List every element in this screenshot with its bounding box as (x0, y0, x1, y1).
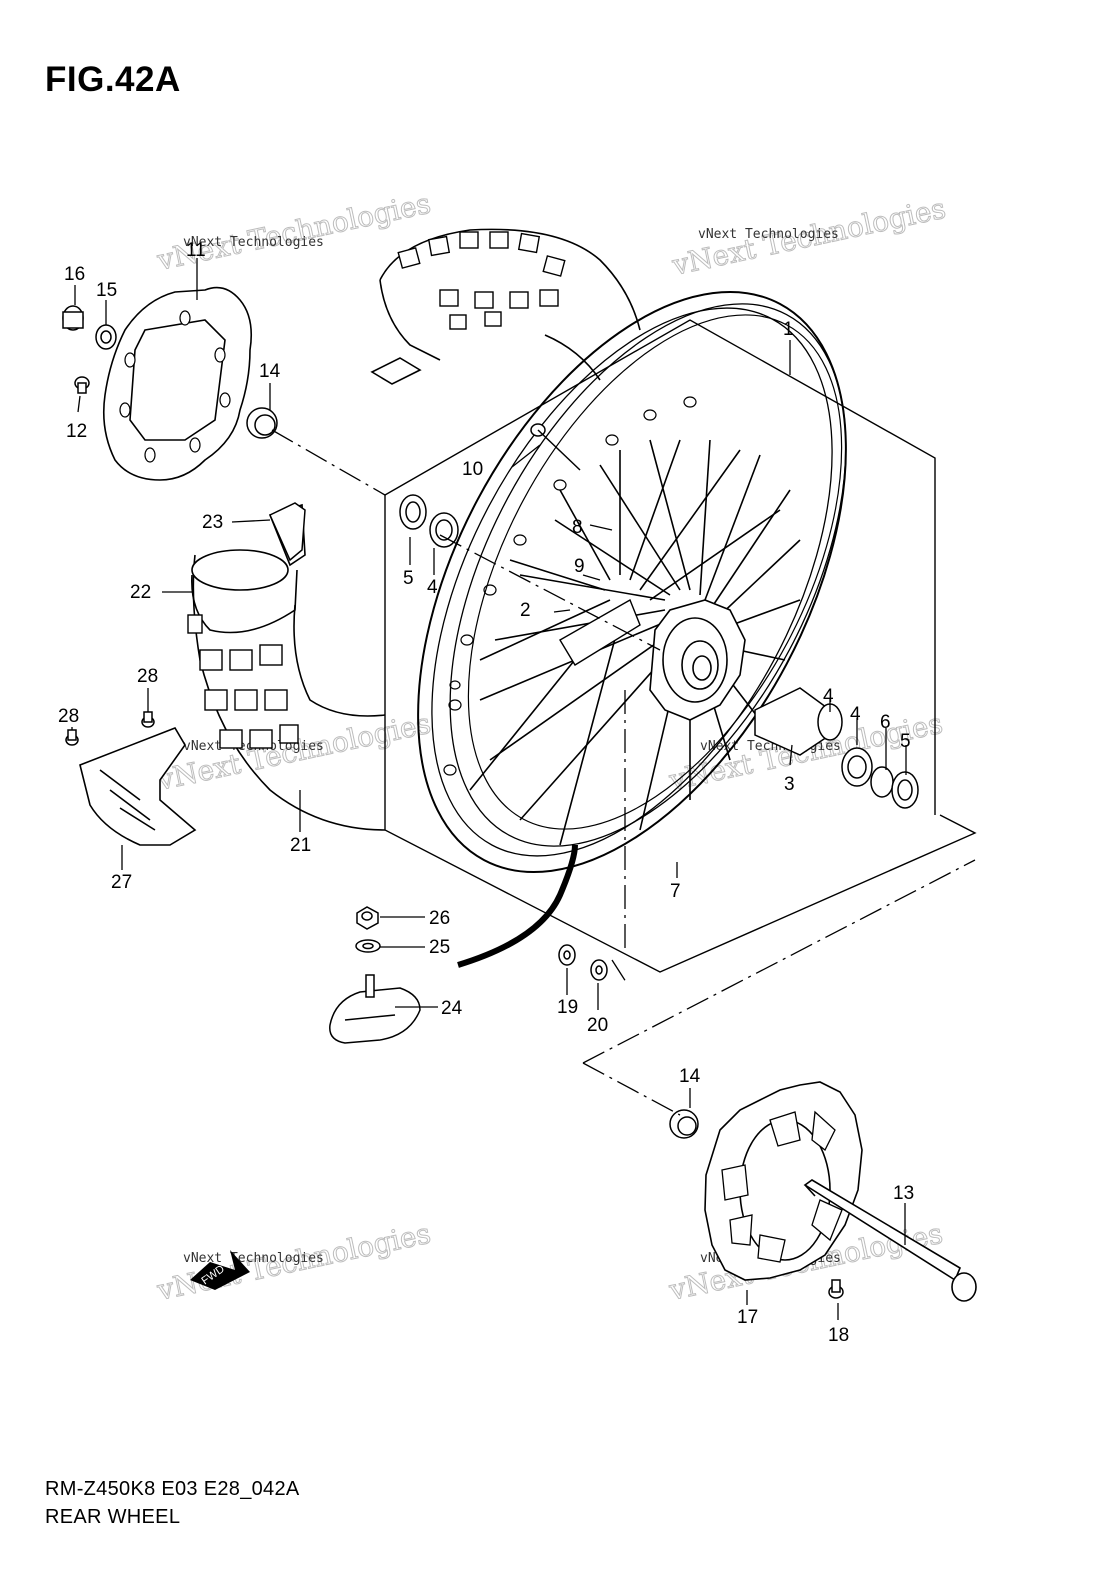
callout-24: 24 (441, 998, 463, 1019)
callout-17: 17 (737, 1307, 758, 1328)
callout-2: 2 (520, 600, 531, 621)
callout-6: 6 (880, 712, 891, 733)
callout-11: 11 (186, 240, 206, 261)
callout-23: 23 (202, 512, 223, 533)
callout-1: 1 (783, 319, 794, 340)
callout-7: 7 (670, 881, 681, 902)
callout-10: 10 (462, 459, 483, 480)
watermark-sub-text: vNext Technologies (183, 235, 324, 250)
sprocket-cutouts (721, 1110, 843, 1263)
spacer-tube-3 (754, 687, 843, 756)
callout-13: 13 (893, 1183, 914, 1204)
callout-14-top: 14 (259, 361, 281, 382)
callout-16: 16 (64, 264, 85, 285)
callout-8: 8 (572, 517, 583, 538)
callout-28-upper: 28 (137, 666, 158, 687)
wheel-assembly-outline (384, 319, 977, 973)
rear-wheel (417, 290, 847, 874)
bolt-12 (74, 376, 90, 394)
callout-25: 25 (429, 937, 450, 958)
bolt-18 (828, 1279, 844, 1299)
callout-26: 26 (429, 908, 450, 929)
brake-disc (102, 286, 253, 481)
callout-20: 20 (587, 1015, 608, 1036)
circlip-6 (870, 766, 894, 798)
callout-5-right: 5 (900, 731, 911, 752)
rear-sprocket (704, 1081, 863, 1281)
tube-23 (269, 502, 306, 562)
bolt-28-b (65, 729, 79, 746)
callout-14-bottom: 14 (679, 1066, 701, 1087)
hardware (62, 305, 919, 1299)
tire (187, 228, 641, 831)
callout-12: 12 (66, 421, 87, 442)
footer-diagram-code: RM-Z450K8 E03 E28_042A (45, 1478, 300, 1500)
callout-3: 3 (784, 774, 795, 795)
callouts: 1 2 3 4 4 4 5 5 6 7 8 9 10 11 12 13 14 1… (58, 240, 914, 1346)
callout-28-lower: 28 (58, 706, 79, 727)
figure-title: FIG.42A (45, 60, 181, 99)
spoke-nipple-10 (530, 423, 581, 471)
tire-side-tread (187, 614, 299, 749)
watermark-sub-text: vNext Technologies (183, 1251, 324, 1266)
leader-lines (71, 258, 976, 1320)
footer-diagram-name: REAR WHEEL (45, 1506, 181, 1528)
callout-19: 19 (557, 997, 578, 1018)
spacer-14-bottom (669, 1109, 699, 1139)
watermark-sub-text: vNext Technologies (698, 227, 839, 242)
tire-tread-blocks (397, 231, 566, 330)
nut-19 (558, 944, 576, 966)
spacer-14-top (246, 407, 278, 439)
callout-21: 21 (290, 835, 311, 856)
disc-cover (79, 727, 197, 846)
callout-9: 9 (574, 556, 585, 577)
callout-4-right-outer: 4 (850, 704, 861, 725)
washer-20 (590, 959, 608, 981)
callout-5-left: 5 (403, 568, 414, 589)
rim-band (457, 844, 578, 968)
nut-16 (62, 305, 84, 331)
rim-lock-24 (329, 974, 421, 1044)
axle (803, 1179, 977, 1302)
callout-18: 18 (828, 1325, 849, 1346)
nut-26 (356, 906, 379, 930)
bolt-28-a (141, 711, 155, 728)
callout-4-right-inner: 4 (823, 686, 834, 707)
callout-15: 15 (96, 280, 117, 301)
callout-22: 22 (130, 582, 151, 603)
wheel-hub (649, 599, 746, 721)
callout-4-left: 4 (427, 577, 438, 598)
callout-27: 27 (111, 872, 132, 893)
disc-holes (119, 310, 231, 463)
rim-spoke-holes (443, 396, 697, 776)
spokes (469, 439, 801, 846)
